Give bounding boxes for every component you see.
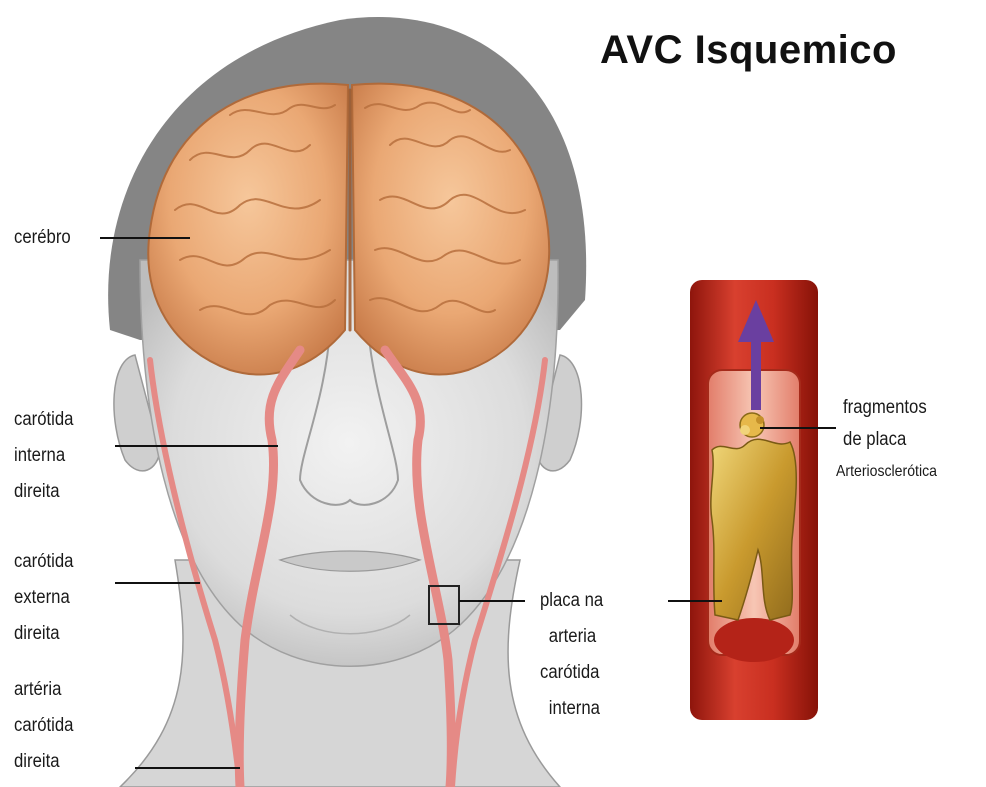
label-line: direita <box>14 474 73 510</box>
label-carotida-interna-direita: carótida interna direita <box>14 402 73 510</box>
label-line: carótida <box>540 655 603 691</box>
blood-pool <box>714 618 794 662</box>
label-placa-na-arteria: placa na arteria carótida interna <box>540 583 603 727</box>
label-line: externa <box>14 580 73 616</box>
label-line: carótida <box>14 544 73 580</box>
label-line: de placa <box>836 424 937 456</box>
plaque-fragment <box>740 413 764 437</box>
label-line: fragmentos <box>836 392 937 424</box>
label-line: direita <box>14 616 73 652</box>
label-line: interna <box>540 691 603 727</box>
label-line: arteria <box>540 619 603 655</box>
label-carotida-externa-direita: carótida externa direita <box>14 544 73 652</box>
label-fragmentos-de-placa: fragmentos de placa Arteriosclerótica <box>836 392 937 488</box>
page-title: AVC Isquemico <box>600 28 897 73</box>
label-line: carótida <box>14 708 73 744</box>
artery-inset <box>690 280 818 720</box>
label-line: Arteriosclerótica <box>836 456 937 488</box>
label-line: direita <box>14 744 73 780</box>
label-line: artéria <box>14 672 73 708</box>
label-line: carótida <box>14 402 73 438</box>
label-line: placa na <box>540 583 603 619</box>
label-cerebro: cerébro <box>14 220 71 256</box>
label-arteria-carotida-direita: artéria carótida direita <box>14 672 73 780</box>
label-line: cerébro <box>14 220 71 256</box>
label-line: interna <box>14 438 73 474</box>
